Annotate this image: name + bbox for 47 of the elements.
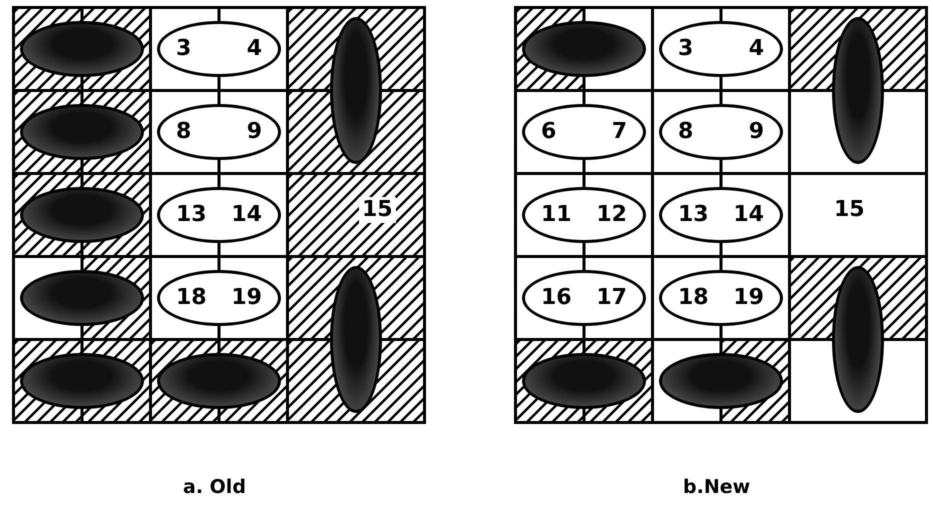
number-label: 4 (246, 38, 262, 60)
number-label: 3 (176, 38, 192, 60)
number-label: 18 (176, 287, 207, 309)
number-label: 4 (748, 38, 764, 60)
number-label: 18 (678, 287, 709, 309)
connector-line (80, 160, 84, 187)
connector-line (720, 77, 722, 104)
number-label: 9 (748, 121, 764, 143)
number-label: 11 (541, 204, 572, 226)
connector-line (582, 243, 586, 270)
number-label: 9 (246, 121, 262, 143)
connector-line (218, 9, 220, 21)
number-label: 7 (612, 121, 627, 143)
number-label: 12 (596, 204, 627, 226)
number-label: 14 (231, 204, 262, 226)
connector-line (720, 9, 722, 21)
connector-line (80, 409, 84, 421)
cell-number: 15 (359, 197, 396, 224)
number-label: 13 (176, 204, 207, 226)
connector-line (80, 326, 84, 353)
connector-line (80, 243, 84, 270)
connector-line (218, 77, 220, 104)
connector-line (720, 326, 722, 353)
number-label: 3 (678, 38, 694, 60)
connector-line (582, 160, 586, 187)
number-label: 14 (733, 204, 764, 226)
connector-line (582, 409, 586, 421)
number-label: 8 (678, 121, 694, 143)
connector-line (218, 409, 220, 421)
number-label: 19 (231, 287, 262, 309)
connector-line (582, 9, 586, 21)
connector-line (582, 326, 586, 353)
number-label: 13 (678, 204, 709, 226)
connector-line (80, 9, 84, 21)
connector-line (218, 326, 220, 353)
connector-line (80, 77, 84, 104)
number-label: 6 (541, 121, 556, 143)
connector-line (218, 243, 220, 270)
number-label: 16 (541, 287, 572, 309)
connector-line (218, 160, 220, 187)
connector-line (720, 160, 722, 187)
number-label: 19 (733, 287, 764, 309)
connector-line (720, 409, 722, 421)
connector-line (582, 77, 586, 104)
number-label: 8 (176, 121, 192, 143)
number-label: 17 (596, 287, 627, 309)
connector-line (720, 243, 722, 270)
